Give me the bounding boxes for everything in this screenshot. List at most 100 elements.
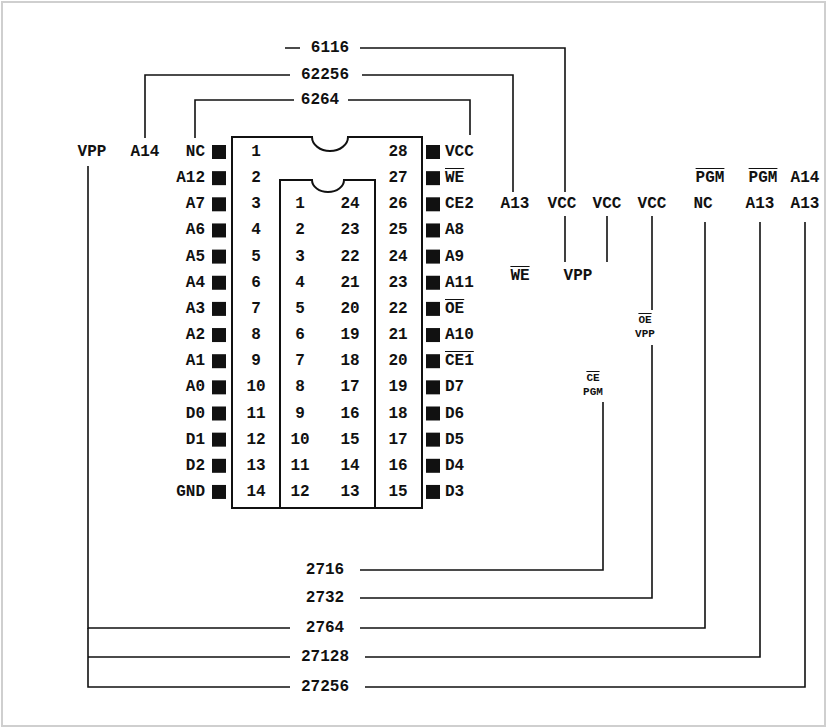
pin-pad xyxy=(212,223,226,237)
pin-number: 10 xyxy=(246,379,265,395)
leader-2716 xyxy=(360,402,603,570)
pin-number: 26 xyxy=(388,196,407,212)
pin-name: WE xyxy=(445,170,464,186)
pin-pad xyxy=(212,145,226,159)
pin-name: CE2 xyxy=(445,196,474,212)
pin-pad xyxy=(212,276,226,290)
pin-pad xyxy=(212,354,226,368)
pin-number: 2 xyxy=(251,170,261,186)
pin-pad xyxy=(426,145,440,159)
pin-number: 9 xyxy=(295,406,305,422)
pin-number: 10 xyxy=(290,432,309,448)
pin-pad xyxy=(212,407,226,421)
pin-name: A5 xyxy=(186,249,205,265)
pin-number: 6 xyxy=(251,275,261,291)
pin-number: 24 xyxy=(340,196,359,212)
pin-number: 8 xyxy=(295,379,305,395)
pin-name: D3 xyxy=(445,484,464,500)
pin-number: 12 xyxy=(290,484,309,500)
pin-function: PGM xyxy=(583,387,603,398)
part-number: 2732 xyxy=(306,590,344,606)
pin-number: 4 xyxy=(251,222,261,238)
pin-number: 6 xyxy=(295,327,305,343)
pin-pad xyxy=(426,407,440,421)
pin-number: 18 xyxy=(388,406,407,422)
pin-function: A14 xyxy=(131,144,160,160)
part-number: 6264 xyxy=(301,92,339,108)
pin-function: OE xyxy=(638,315,651,326)
part-number: 2716 xyxy=(306,562,344,578)
pin-pads xyxy=(212,145,440,499)
pin-name: A4 xyxy=(186,275,205,291)
pin-number: 23 xyxy=(340,222,359,238)
pin-number: 1 xyxy=(251,144,261,160)
pin-number: 11 xyxy=(290,458,309,474)
pin-number: 17 xyxy=(340,379,359,395)
pin-pad xyxy=(212,328,226,342)
pin-number: 9 xyxy=(251,353,261,369)
leader-27128 xyxy=(88,222,760,657)
pin-number: 22 xyxy=(388,301,407,317)
pin-pad xyxy=(212,171,226,185)
pin-number: 3 xyxy=(251,196,261,212)
pin-pad xyxy=(426,197,440,211)
pin-number: 14 xyxy=(246,484,265,500)
pin-number: 15 xyxy=(388,484,407,500)
leader-6116 xyxy=(285,48,565,192)
pin-name: CE1 xyxy=(445,353,474,369)
pin-function: CE xyxy=(586,373,599,384)
pin-function: VCC xyxy=(593,196,622,212)
part-number: 27128 xyxy=(301,649,349,665)
pin-name: D2 xyxy=(186,458,205,474)
pin-name: A1 xyxy=(186,353,205,369)
pin-number: 14 xyxy=(340,458,359,474)
pin-number: 17 xyxy=(388,432,407,448)
pin-name: A8 xyxy=(445,222,464,238)
pin-number: 20 xyxy=(388,353,407,369)
pin-number: 22 xyxy=(340,249,359,265)
pin-function: VCC xyxy=(638,196,667,212)
pin-pad xyxy=(426,328,440,342)
pin-name: A7 xyxy=(186,196,205,212)
pin-pad xyxy=(426,223,440,237)
pin-pad xyxy=(212,302,226,316)
pin-number: 16 xyxy=(388,458,407,474)
pin-number: 28 xyxy=(388,144,407,160)
pin-name: GND xyxy=(176,484,205,500)
pin-pad xyxy=(426,459,440,473)
pin-number: 21 xyxy=(340,275,359,291)
pin-name: D4 xyxy=(445,458,464,474)
pin-number: 11 xyxy=(246,406,265,422)
pin-function: A14 xyxy=(791,170,820,186)
chip-outline xyxy=(232,137,422,508)
pin-number: 20 xyxy=(340,301,359,317)
pin-function: VPP xyxy=(564,268,593,284)
pin-function: WE xyxy=(510,268,529,284)
pin-name: OE xyxy=(445,301,464,317)
dip28-outline xyxy=(232,137,422,508)
part-number: 2764 xyxy=(306,620,344,636)
dip24-outline xyxy=(280,180,375,508)
leader-2732 xyxy=(360,345,652,598)
part-number: 62256 xyxy=(301,67,349,83)
pin-pad xyxy=(426,433,440,447)
pin-number: 19 xyxy=(340,327,359,343)
pin-number: 24 xyxy=(388,249,407,265)
pin-number: 3 xyxy=(295,249,305,265)
pin-number: 18 xyxy=(340,353,359,369)
pin-number: 25 xyxy=(388,222,407,238)
pin-pad xyxy=(212,485,226,499)
pin-number: 23 xyxy=(388,275,407,291)
pin-pad xyxy=(212,459,226,473)
pin-number: 5 xyxy=(251,249,261,265)
pin-number: 19 xyxy=(388,379,407,395)
pin-name: D7 xyxy=(445,379,464,395)
pin-number: 16 xyxy=(340,406,359,422)
pin-number: 7 xyxy=(295,353,305,369)
pin-number: 13 xyxy=(340,484,359,500)
pin-number: 8 xyxy=(251,327,261,343)
pin-pad xyxy=(426,276,440,290)
pin-pad xyxy=(426,485,440,499)
